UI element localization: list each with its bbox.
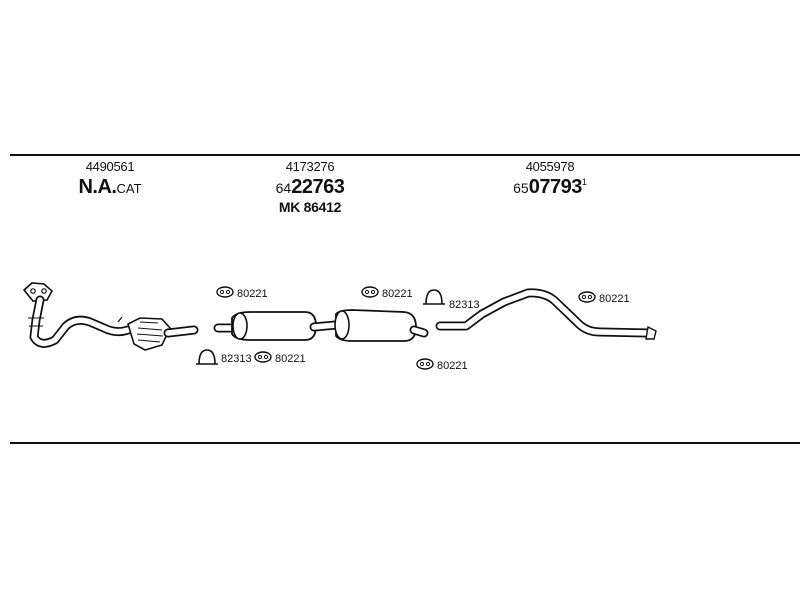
rubber-mount-callout[interactable]: 80221 <box>216 286 268 300</box>
rubber-mount-callout[interactable]: 80221 <box>578 291 630 305</box>
pipe-clamp-callout[interactable]: 82313 <box>423 289 480 311</box>
rubber-mount-icon <box>361 286 379 298</box>
middle-code: 6422763 <box>250 177 370 197</box>
bottom-divider-line <box>10 442 800 444</box>
top-divider-line <box>10 154 800 156</box>
tail-pipe-end <box>645 325 657 340</box>
rear-code-main: 07793 <box>528 176 583 198</box>
front-section-label: 4490561 N.A.CAT <box>60 160 160 197</box>
callout-label: 82313 <box>449 299 480 311</box>
rubber-mount-icon <box>416 358 434 370</box>
rear-code-prefix: 65 <box>513 180 529 196</box>
callout-label: 80221 <box>275 353 306 365</box>
rubber-mount-icon <box>254 351 272 363</box>
rubber-mount-callout[interactable]: 80221 <box>416 358 468 372</box>
tail-pipe[interactable] <box>435 288 657 340</box>
rubber-mount-icon <box>578 291 596 303</box>
middle-silencer-assembly[interactable] <box>213 309 429 342</box>
middle-code-prefix: 64 <box>275 180 292 196</box>
rubber-mount-icon <box>216 286 234 298</box>
front-code: N.A.CAT <box>60 177 160 197</box>
rubber-mount-callout[interactable]: 80221 <box>361 286 413 300</box>
pipe-clamp-callout[interactable]: 82313 <box>196 349 252 365</box>
rear-code-superscript: 1 <box>581 177 587 187</box>
callout-label: 80221 <box>437 360 468 372</box>
callout-label: 80221 <box>237 288 268 300</box>
flange-bolt-hole <box>41 288 47 294</box>
front-code-main: N.A. <box>78 176 117 198</box>
callout-label: 80221 <box>599 293 630 305</box>
sensor-boss <box>117 316 123 323</box>
front-code-suffix: CAT <box>116 181 142 196</box>
middle-code-main: 22763 <box>291 176 345 198</box>
front-part-number: 4490561 <box>85 159 135 174</box>
flange-bolt-hole <box>30 288 36 294</box>
front-pipe-catalytic-converter[interactable] <box>22 282 199 351</box>
rear-part-number: 4055978 <box>525 159 575 174</box>
callout-label: 80221 <box>382 288 413 300</box>
middle-section-label: 4173276 6422763 MK 86412 <box>250 160 370 214</box>
clamp-icon <box>425 289 443 305</box>
callout-label: 82313 <box>221 353 252 365</box>
rear-section-label: 4055978 65077931 <box>490 160 610 197</box>
rear-code: 65077931 <box>490 177 610 197</box>
middle-part-number: 4173276 <box>285 159 335 174</box>
manifold-flange <box>22 282 54 302</box>
clamp-icon <box>198 349 216 365</box>
middle-secondary-code: MK 86412 <box>278 199 342 215</box>
rubber-mount-callout[interactable]: 80221 <box>254 351 306 365</box>
